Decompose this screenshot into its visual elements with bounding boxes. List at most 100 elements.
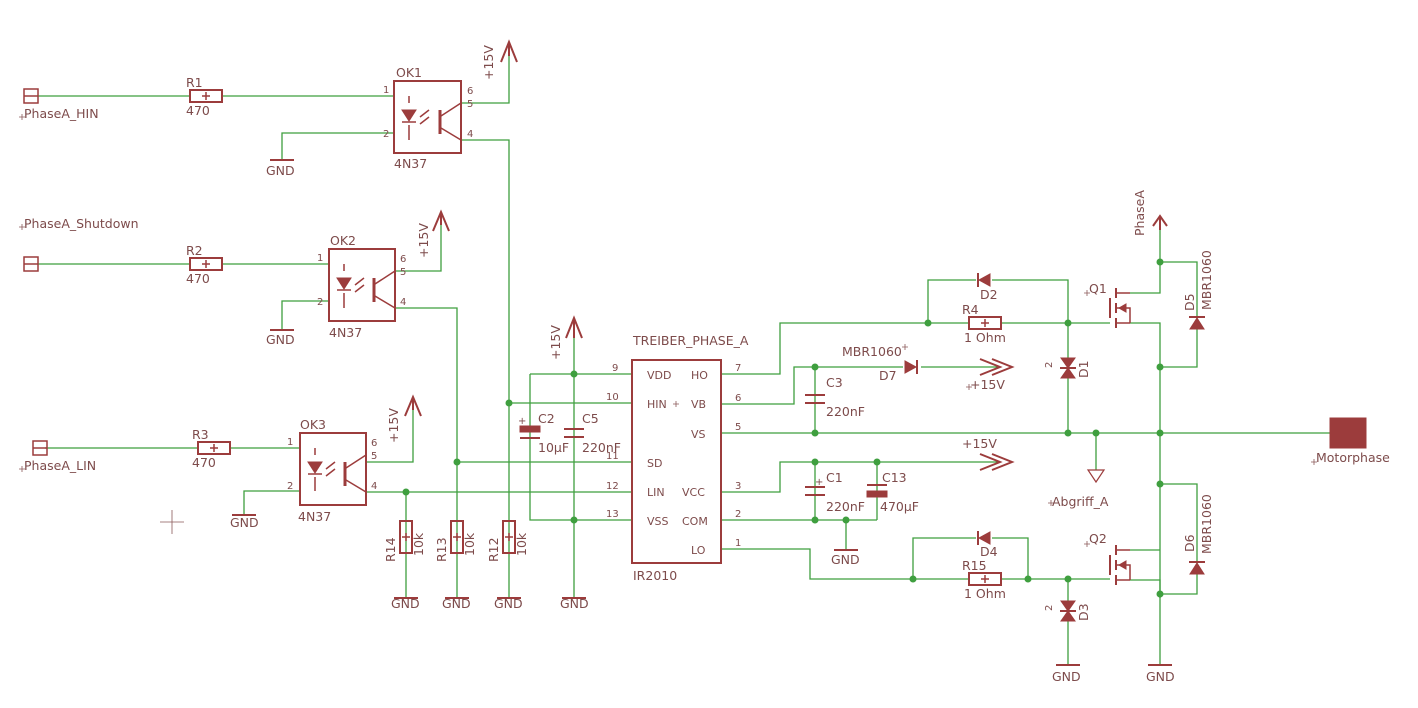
svg-text:OK2: OK2 <box>330 233 356 248</box>
svg-text:6: 6 <box>735 393 741 404</box>
svg-text:LO: LO <box>691 544 706 557</box>
capacitor-c1[interactable]: + C1 220nF <box>805 470 865 514</box>
svg-text:4N37: 4N37 <box>394 156 427 171</box>
svg-text:5: 5 <box>371 451 377 462</box>
svg-text:12: 12 <box>606 481 619 492</box>
resistor-r15[interactable]: R15 1 Ohm <box>962 558 1006 601</box>
svg-text:+15V: +15V <box>416 223 431 258</box>
gnd-symbols: GND GND GND GND GND GND GND GND GND GND <box>230 159 1175 684</box>
svg-text:D2: D2 <box>980 287 998 302</box>
gnd-ok3: GND <box>230 514 259 530</box>
diode-d6[interactable]: D6 MBR1060 <box>1182 494 1214 575</box>
connector-phasea-lin[interactable]: PhaseA_LIN <box>19 440 96 473</box>
svg-text:VCC: VCC <box>682 486 705 499</box>
svg-text:VDD: VDD <box>647 369 671 382</box>
resistor-r4[interactable]: R4 1 Ohm <box>962 302 1006 345</box>
svg-text:GND: GND <box>1146 669 1175 684</box>
svg-text:Q1: Q1 <box>1089 281 1107 296</box>
svg-text:LIN: LIN <box>647 486 665 499</box>
crosshair-cursor-icon <box>160 510 184 534</box>
svg-text:MBR1060: MBR1060 <box>1199 494 1214 554</box>
gnd-ok1: GND <box>266 159 295 178</box>
svg-text:C5: C5 <box>582 411 599 426</box>
capacitor-c5[interactable]: C5 220nF <box>564 411 621 455</box>
resistor-r1[interactable]: R1 470 <box>186 75 223 118</box>
driver-title: TREIBER_PHASE_A <box>632 333 749 348</box>
label-phasea-hin: PhaseA_HIN <box>24 106 99 121</box>
svg-text:COM: COM <box>682 515 708 528</box>
capacitor-c3[interactable]: C3 220nF <box>805 375 865 419</box>
connector-phasea-hin[interactable]: PhaseA_HIN <box>19 88 99 121</box>
svg-text:Abgriff_A: Abgriff_A <box>1052 494 1109 509</box>
resistor-r14[interactable]: R14 10k <box>383 520 426 562</box>
resistor-r2[interactable]: R2 470 <box>186 243 223 286</box>
diode-d5[interactable]: D5 MBR1060 <box>1182 250 1214 330</box>
svg-text:+: + <box>518 416 526 427</box>
svg-text:470: 470 <box>186 103 210 118</box>
svg-text:HO: HO <box>691 369 708 382</box>
svg-text:C13: C13 <box>882 470 907 485</box>
diode-d1[interactable]: 2 D1 <box>1044 357 1091 379</box>
svg-text:4: 4 <box>467 129 473 140</box>
gnd-r12: GND <box>494 596 523 611</box>
diode-d4[interactable]: D4 <box>977 531 998 559</box>
gnd-d3: GND <box>1052 664 1081 684</box>
svg-text:2: 2 <box>735 509 741 520</box>
svg-text:GND: GND <box>560 596 589 611</box>
svg-text:Q2: Q2 <box>1089 531 1107 546</box>
svg-text:10k: 10k <box>462 532 477 556</box>
svg-text:470: 470 <box>192 455 216 470</box>
svg-text:2: 2 <box>317 297 323 308</box>
svg-text:10k: 10k <box>514 532 529 556</box>
connector-phasea-shutdown[interactable]: PhaseA_Shutdown <box>19 216 139 272</box>
capacitor-c2[interactable]: + C2 10µF <box>518 411 569 455</box>
svg-text:5: 5 <box>467 99 473 110</box>
diode-d7[interactable]: MBR1060 D7 <box>842 344 918 383</box>
svg-text:7: 7 <box>735 363 741 374</box>
label-motorphase: Motorphase <box>1316 450 1390 465</box>
svg-text:1: 1 <box>287 437 293 448</box>
mosfet-q1[interactable]: Q1 <box>1084 281 1131 328</box>
svg-text:4N37: 4N37 <box>298 509 331 524</box>
optocoupler-ok2[interactable]: OK2 4N37 1 2 6 5 4 <box>317 233 406 340</box>
svg-text:GND: GND <box>266 163 295 178</box>
svg-text:+15V: +15V <box>548 325 563 360</box>
svg-text:2: 2 <box>287 481 293 492</box>
mosfet-q2[interactable]: Q2 <box>1084 531 1131 585</box>
resistor-r12[interactable]: R12 10k <box>486 520 529 562</box>
driver-ic-ir2010[interactable]: TREIBER_PHASE_A IR2010 9 VDD 10 HIN 11 S… <box>606 333 749 583</box>
optocoupler-ok1[interactable]: OK1 4N37 1 2 6 5 4 <box>383 65 473 171</box>
capacitor-c13[interactable]: C13 470µF <box>866 470 919 514</box>
svg-text:MBR1060: MBR1060 <box>1199 250 1214 310</box>
diode-d2[interactable]: D2 <box>977 273 998 302</box>
svg-text:R12: R12 <box>486 537 501 562</box>
label-abgriff-a: Abgriff_A <box>1048 469 1109 509</box>
resistor-r3[interactable]: R3 470 <box>192 427 231 470</box>
optocoupler-ok3[interactable]: OK3 4N37 1 2 6 5 4 <box>287 417 377 524</box>
svg-text:6: 6 <box>467 86 473 97</box>
svg-text:MBR1060: MBR1060 <box>842 344 902 359</box>
svg-text:D6: D6 <box>1182 534 1197 552</box>
resistor-r13[interactable]: R13 10k <box>434 520 477 562</box>
label-phasea-shutdown: PhaseA_Shutdown <box>24 216 139 231</box>
svg-text:10: 10 <box>606 392 619 403</box>
svg-text:R1: R1 <box>186 75 203 90</box>
svg-text:220nF: 220nF <box>582 440 621 455</box>
driver-part: IR2010 <box>633 568 677 583</box>
svg-text:VB: VB <box>691 398 706 411</box>
svg-text:11: 11 <box>606 451 619 462</box>
svg-text:OK3: OK3 <box>300 417 326 432</box>
svg-text:220nF: 220nF <box>826 499 865 514</box>
wires <box>38 56 1330 665</box>
svg-text:D3: D3 <box>1076 603 1091 621</box>
svg-text:3: 3 <box>735 481 741 492</box>
connector-motorphase[interactable]: Motorphase <box>1311 417 1390 465</box>
supply-phasea: PhaseA <box>1132 190 1168 236</box>
svg-text:4: 4 <box>371 481 377 492</box>
svg-text:2: 2 <box>1044 362 1055 368</box>
svg-text:R15: R15 <box>962 558 987 573</box>
svg-text:220nF: 220nF <box>826 404 865 419</box>
svg-text:GND: GND <box>391 596 420 611</box>
svg-text:VSS: VSS <box>647 515 669 528</box>
diode-d3[interactable]: 2 D3 <box>1044 600 1091 622</box>
